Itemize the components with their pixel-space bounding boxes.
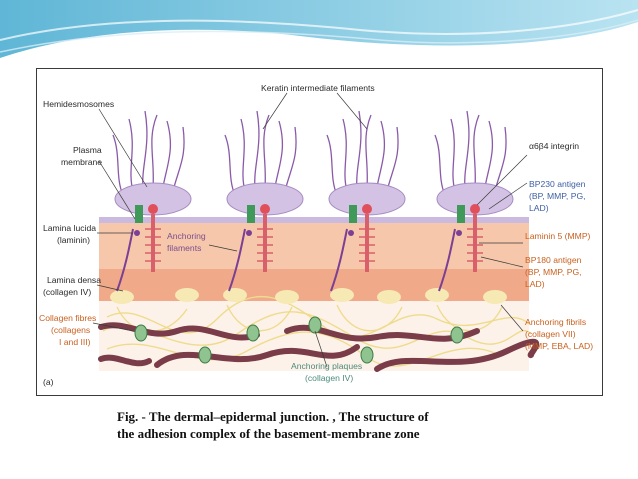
anchoring-plaque — [308, 316, 322, 334]
hemidesmosome-unit-3 — [326, 110, 406, 292]
label-lamina-densa-2: (collagen IV) — [43, 287, 91, 297]
anchoring-plaque — [360, 346, 374, 364]
label-anchoring-filaments-2: filaments — [167, 243, 201, 253]
label-lamina-densa-1: Lamina densa — [47, 275, 101, 285]
label-anchoring-filaments-1: Anchoring — [167, 231, 206, 241]
label-bp230-2: (BP, MMP, PG, — [529, 191, 586, 201]
label-bp180-2: (BP, MMP, PG, — [525, 267, 582, 277]
label-bp230-1: BP230 antigen — [529, 179, 586, 189]
label-lamina-lucida-2: (laminin) — [57, 235, 90, 245]
dermal-epidermal-junction-diagram: Hemidesmosomes Keratin intermediate fila… — [39, 83, 593, 387]
fibril-clusters — [110, 288, 507, 304]
lamina-densa-layer — [99, 269, 529, 301]
label-bp230-3: LAD) — [529, 203, 549, 213]
hemidesmosome-unit-4 — [434, 110, 514, 292]
label-laminin5: Laminin 5 (MMP) — [525, 231, 591, 241]
anchoring-plaques — [134, 316, 464, 364]
label-bp180-3: LAD) — [525, 279, 545, 289]
anchoring-plaque — [246, 324, 260, 342]
label-anchoring-plaques-2: (collagen IV) — [305, 373, 353, 383]
caption-line-1: Fig. - The dermal–epidermal junction. , … — [117, 409, 429, 424]
caption-line-2: the adhesion complex of the basement-mem… — [117, 426, 420, 441]
hemidesmosome-unit-2 — [224, 110, 304, 292]
label-panel: (a) — [43, 377, 54, 387]
plasma-membrane-line — [99, 217, 529, 223]
slide-background-waves — [0, 0, 638, 58]
leader-lines — [92, 92, 528, 368]
label-anchoring-fibrils-3: (MMP, EBA, LAD) — [525, 341, 593, 351]
label-plasma-membrane-2: membrane — [61, 157, 102, 167]
label-collagen-fibres-3: I and III) — [59, 337, 91, 347]
figure-caption: Fig. - The dermal–epidermal junction. , … — [117, 408, 537, 442]
anchoring-plaque — [134, 324, 148, 342]
label-hemidesmosomes: Hemidesmosomes — [43, 99, 114, 109]
figure-frame: Hemidesmosomes Keratin intermediate fila… — [36, 68, 603, 396]
label-collagen-fibres-1: Collagen fibres — [39, 313, 96, 323]
label-integrin: α6β4 integrin — [529, 141, 579, 151]
lamina-lucida-layer — [99, 223, 529, 269]
label-bp180-1: BP180 antigen — [525, 255, 582, 265]
label-collagen-fibres-2: (collagens — [51, 325, 90, 335]
label-plasma-membrane-1: Plasma — [73, 145, 102, 155]
label-anchoring-fibrils-2: (collagen VII) — [525, 329, 576, 339]
hemidesmosome-unit-1 — [112, 110, 192, 292]
label-anchoring-fibrils-1: Anchoring fibrils — [525, 317, 586, 327]
label-keratin: Keratin intermediate filaments — [261, 83, 375, 93]
anchoring-plaque — [198, 346, 212, 364]
anchoring-plaque — [450, 326, 464, 344]
label-anchoring-plaques-1: Anchoring plaques — [291, 361, 362, 371]
label-lamina-lucida-1: Lamina lucida — [43, 223, 96, 233]
